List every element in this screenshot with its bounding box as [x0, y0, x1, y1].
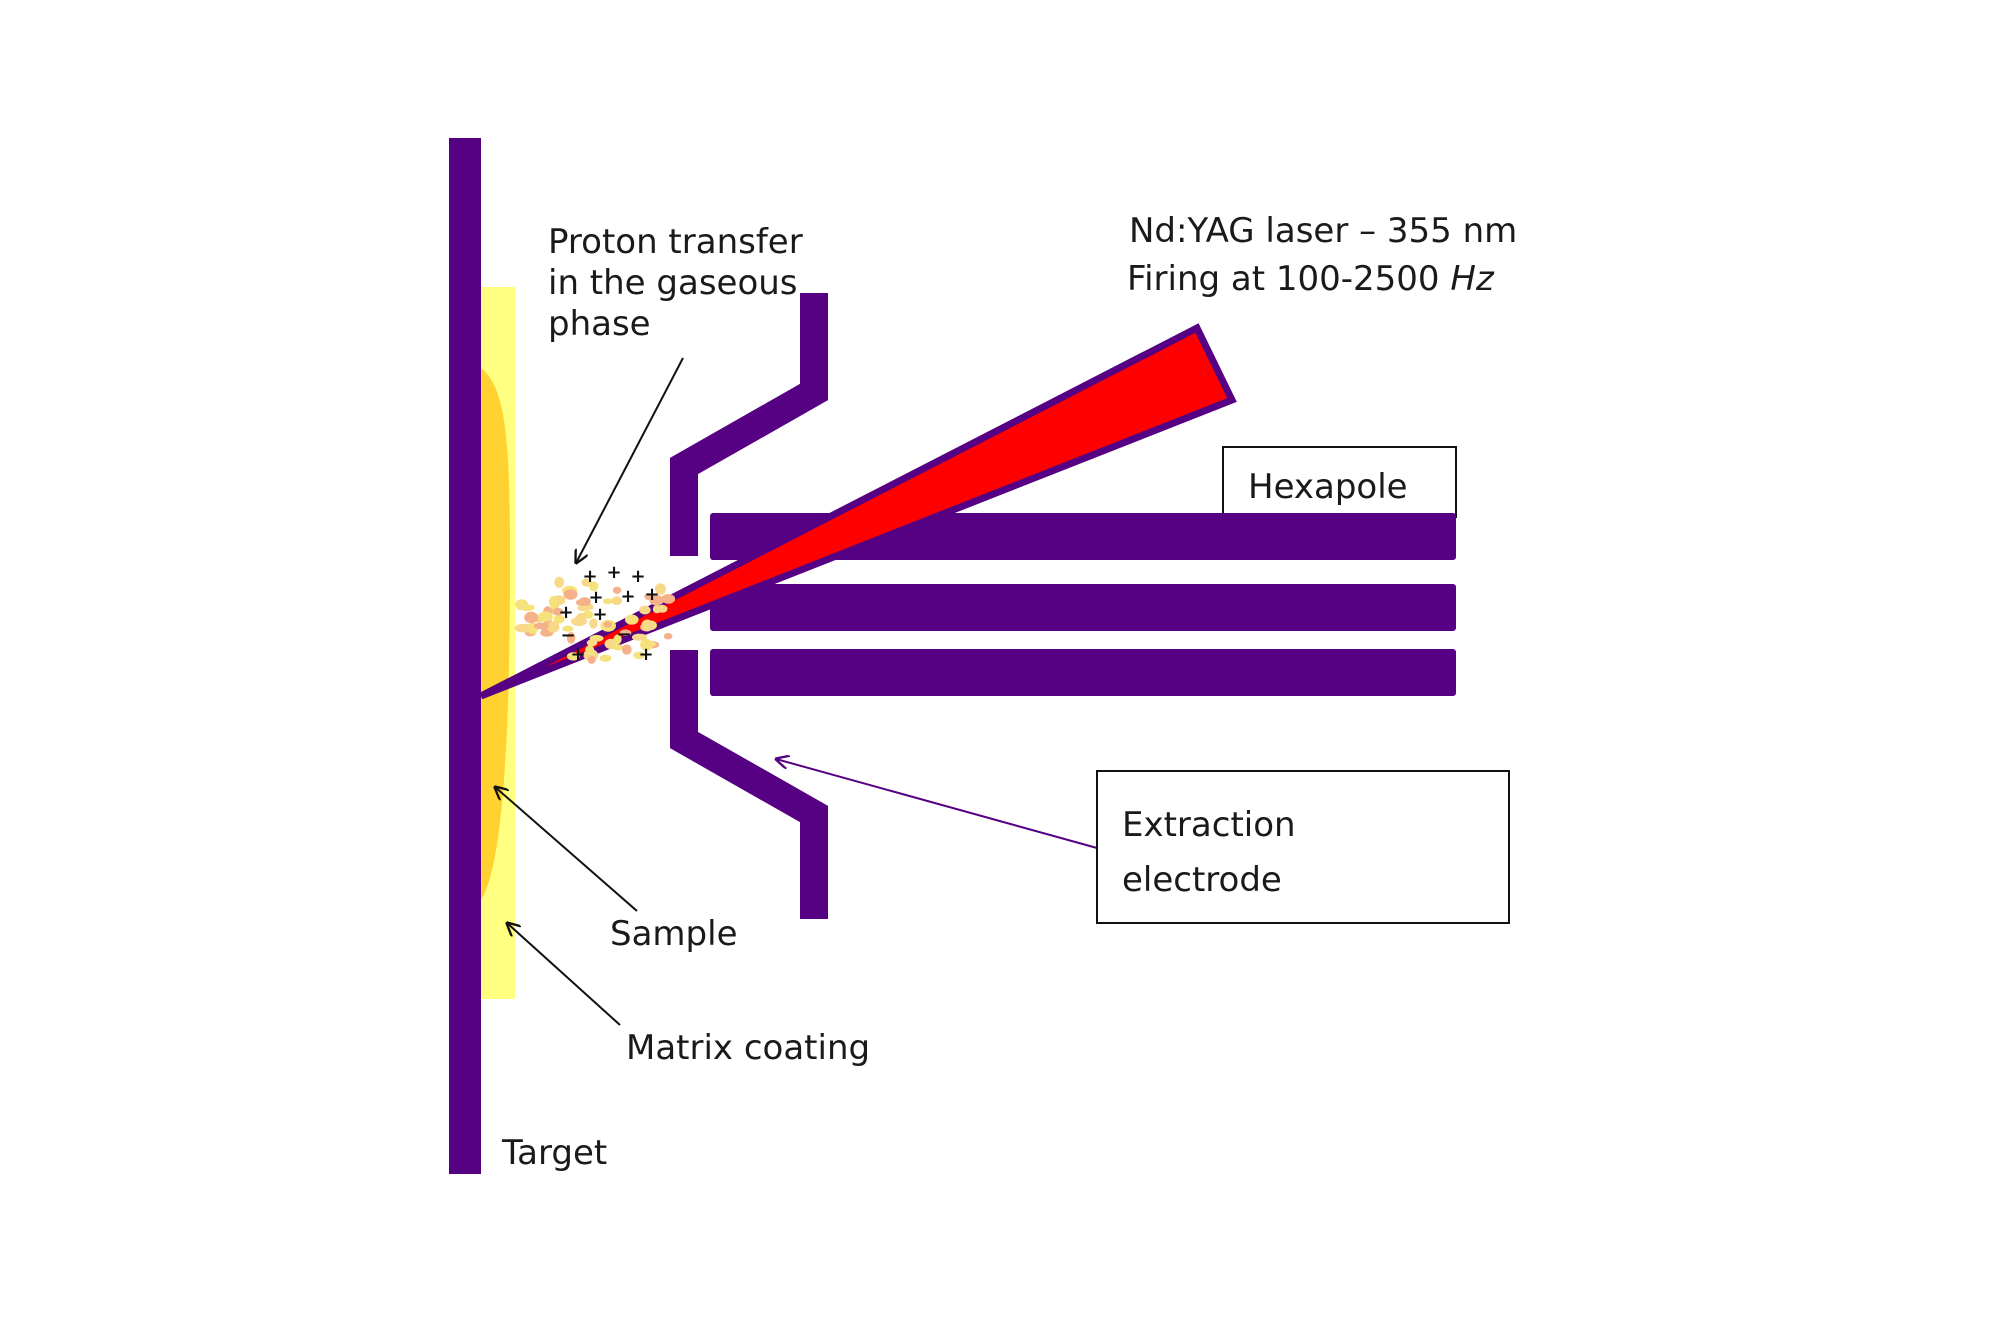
plume-particle	[588, 581, 599, 592]
plume-particle	[554, 576, 565, 588]
hexapole-rod-bottom	[710, 649, 1456, 696]
ion-charge: +	[588, 587, 603, 608]
hexapole-label-box	[1222, 446, 1457, 518]
plume-particle	[548, 596, 558, 608]
ion-charge: +	[606, 562, 621, 583]
plume-particle	[599, 654, 612, 662]
plume-particle	[656, 604, 668, 613]
plume-particle	[553, 614, 565, 624]
laser-frequency-text: Firing at 100-2500	[1127, 259, 1450, 299]
laser-label-line1: Nd:YAG laser – 355 nm	[1129, 211, 1517, 251]
proton-transfer-label-line1: Proton transfer	[548, 222, 803, 262]
target-label: Target	[501, 1133, 607, 1173]
plume-particle	[514, 624, 530, 633]
plume-particle	[631, 633, 648, 641]
ion-charge: +	[558, 602, 573, 623]
plume-particle	[639, 605, 651, 615]
plume-particle	[603, 621, 613, 628]
ion-charge: +	[644, 584, 659, 605]
ion-charge: +	[582, 566, 597, 587]
plume-particle	[602, 598, 613, 605]
plume-particle	[625, 614, 639, 625]
extraction-arrow	[776, 759, 1098, 849]
extraction-label-line1: Extraction	[1122, 805, 1296, 845]
plume-particle	[621, 644, 632, 655]
proton-transfer-label-line3: phase	[548, 304, 651, 344]
plume-particle	[524, 611, 539, 624]
plume-particle	[566, 632, 576, 644]
plume-particle	[641, 619, 654, 632]
ion-charge: +	[638, 644, 653, 665]
hexapole-rod-middle	[710, 584, 1456, 631]
plume-particle	[611, 596, 623, 605]
plume-particle	[661, 594, 676, 604]
proton-transfer-arrow	[576, 357, 684, 563]
plume-particle	[547, 621, 560, 633]
plume-particle	[633, 651, 645, 659]
ion-charge: +	[570, 644, 585, 665]
plume-particle	[552, 608, 564, 616]
extraction-electrode-upper	[670, 293, 828, 556]
plume-particle	[577, 604, 589, 612]
plume-particle	[640, 639, 653, 651]
plume-particle	[663, 633, 673, 640]
extraction-label-box	[1096, 770, 1510, 924]
plume-particle	[613, 644, 624, 651]
laser-beam	[479, 323, 1237, 700]
plume-particle	[649, 595, 664, 606]
extraction-label-line2: electrode	[1122, 860, 1282, 900]
plume-particle	[562, 625, 574, 632]
matrix-coating-label: Matrix coating	[626, 1028, 870, 1068]
ion-plume: ++++++++−−++	[514, 562, 676, 665]
plume-particle	[533, 622, 549, 630]
sample-deposit	[481, 368, 510, 900]
laser-frequency-unit: Hz	[1450, 259, 1495, 299]
target-plate	[449, 138, 481, 1174]
matrix-arrow	[507, 923, 621, 1026]
extraction-electrode-lower	[670, 650, 828, 919]
ion-charge: +	[620, 586, 635, 607]
plume-particle	[575, 599, 590, 606]
plume-particle	[581, 578, 592, 587]
plume-particle	[619, 629, 632, 636]
plume-particle	[566, 652, 580, 661]
ion-charge: −	[560, 625, 575, 646]
plume-particle	[589, 618, 598, 629]
plume-particle	[613, 634, 622, 645]
plume-particle	[586, 639, 598, 647]
plume-particle	[585, 645, 595, 656]
ion-charge: +	[592, 604, 607, 625]
hexapole-label: Hexapole	[1248, 467, 1408, 507]
sample-arrow	[495, 787, 638, 912]
plume-particle	[612, 586, 622, 594]
plume-particle	[655, 583, 666, 595]
ion-charge: −	[616, 624, 631, 645]
plume-particle	[515, 599, 529, 611]
plume-particle	[563, 589, 578, 600]
ion-charge: +	[630, 566, 645, 587]
plume-particle	[537, 611, 553, 622]
plume-particle	[587, 655, 596, 664]
plume-particle	[571, 616, 587, 627]
laser-label-line2: Firing at 100-2500 Hz	[1127, 259, 1495, 299]
proton-transfer-label-line2: in the gaseous	[548, 263, 798, 303]
sample-label: Sample	[610, 914, 737, 954]
